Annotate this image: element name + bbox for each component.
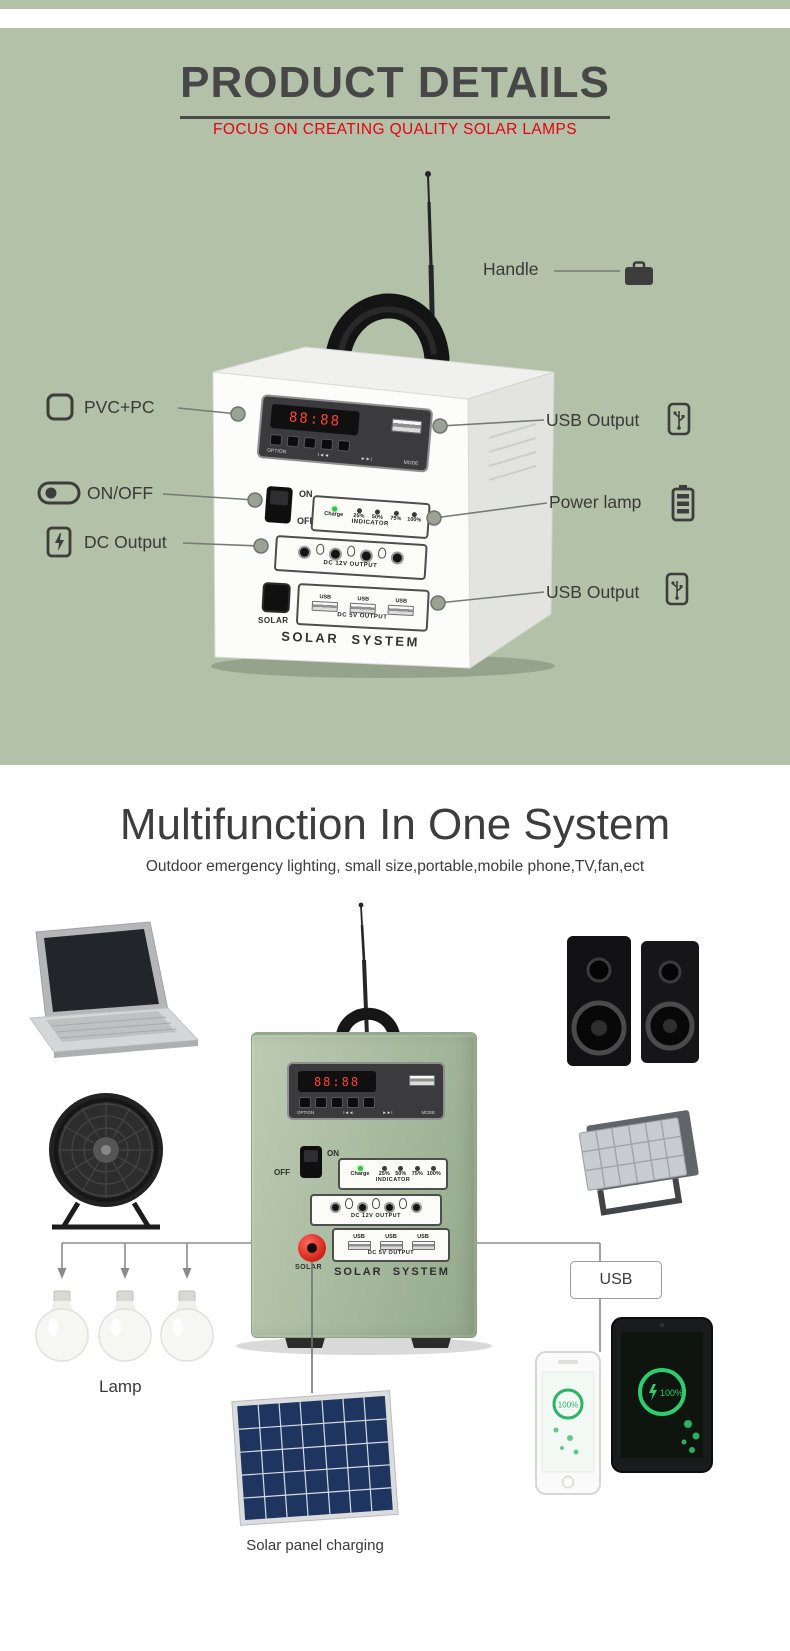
usb-output-panel-2: USB USB USB DC 5V OUTPUT [332, 1228, 450, 1262]
on-off-toggle-icon [37, 481, 81, 505]
switch-off-label: OFF [297, 516, 315, 526]
usb-port [387, 604, 414, 616]
digital-display-2: 88:88 [298, 1071, 376, 1092]
solar-panel-photo [231, 1390, 399, 1526]
bulb-icon [377, 546, 387, 559]
switch-on-label-2: ON [327, 1149, 339, 1158]
dc-port [297, 544, 312, 559]
tablet-battery-text: 100% [660, 1388, 683, 1398]
callout-usb-output-top: USB Output [546, 410, 640, 430]
switch-off-label-2: OFF [274, 1168, 290, 1177]
solar-port-label: SOLAR [258, 616, 289, 625]
solar-port-label-2: SOLAR [295, 1264, 322, 1271]
usb-port [311, 600, 339, 612]
battery-bolt-icon [649, 1384, 657, 1401]
usb-phone-icon [665, 572, 689, 606]
bottom-subtitle: Outdoor emergency lighting, small size,p… [145, 858, 645, 875]
bulb-icon [346, 544, 356, 557]
callout-usb-output-bottom: USB Output [546, 582, 640, 602]
briefcase-icon [624, 261, 654, 287]
media-buttons-2 [299, 1097, 375, 1108]
device2-brand-text: SOLAR SYSTEM [334, 1266, 450, 1278]
lamp-label: Lamp [99, 1377, 142, 1396]
dc-output-icon [46, 526, 72, 558]
solar-panel-label: Solar panel charging [246, 1537, 384, 1554]
callout-dc-output: DC Output [84, 532, 167, 552]
callout-on-off: ON/OFF [87, 483, 154, 503]
solar-input-port [261, 582, 291, 614]
speakers-photo [567, 936, 699, 1066]
dc-port [328, 546, 343, 561]
lamp-bulbs-photo [35, 1290, 214, 1362]
side-vents [488, 423, 537, 481]
pvc-case-icon [46, 393, 74, 421]
device2-handle [336, 1007, 400, 1040]
usb-phone-icon [667, 402, 691, 436]
switch-on-label: ON [299, 489, 313, 499]
bulb-icon [315, 542, 325, 555]
solar-input-port-2 [298, 1234, 326, 1262]
phone-battery-text: 100% [558, 1401, 578, 1410]
laptop-photo [29, 921, 200, 1058]
indicator-panel-2: Charge 25% 50% 75% 100% INDICATOR [338, 1158, 448, 1190]
dc-12v-label-2: DC 12V OUTPUT [351, 1212, 401, 1219]
page-title: PRODUCT DETAILS [180, 58, 610, 119]
page-subtitle: FOCUS ON CREATING QUALITY SOLAR LAMPS [213, 121, 577, 138]
fan-photo [49, 1093, 163, 1230]
charge-leds-2 [340, 1165, 446, 1171]
power-switch-2 [300, 1146, 322, 1178]
phone-photo: 100% [535, 1351, 601, 1495]
media-usb-port-2 [409, 1075, 435, 1086]
dc-port [390, 550, 405, 565]
power-switch [264, 486, 293, 524]
media-usb-port [391, 418, 423, 435]
dc-5v-label-2: DC 5V OUTPUT [367, 1250, 415, 1256]
dc-5v-label: DC 5V OUTPUT [337, 611, 388, 621]
tablet-photo: 100% [611, 1317, 713, 1473]
digital-display: 88:88 [270, 403, 360, 436]
indicator-label-2: INDICATOR [375, 1176, 411, 1183]
bulb-icon [372, 1197, 380, 1209]
indicator-label: INDICATOR [351, 518, 390, 527]
device2-shadow [236, 1337, 492, 1355]
callout-handle: Handle [483, 259, 539, 279]
device2-antenna [358, 902, 369, 1037]
callout-power-lamp: Power lamp [549, 492, 642, 512]
bottom-title: Multifunction In One System [119, 800, 671, 849]
dc-port [359, 548, 374, 563]
top-green-strip [0, 0, 790, 9]
callout-pvc-pc: PVC+PC [84, 397, 155, 417]
usb-output-panel: USB USB USB DC 5V OUTPUT [295, 583, 430, 632]
floodlight-photo [578, 1110, 699, 1216]
battery-icon [671, 484, 695, 522]
bulb-icon [399, 1197, 407, 1209]
bulb-icon [345, 1197, 353, 1209]
dc-12v-output-panel-2: DC 12V OUTPUT [310, 1194, 442, 1226]
usb-connection-box: USB [570, 1261, 662, 1299]
